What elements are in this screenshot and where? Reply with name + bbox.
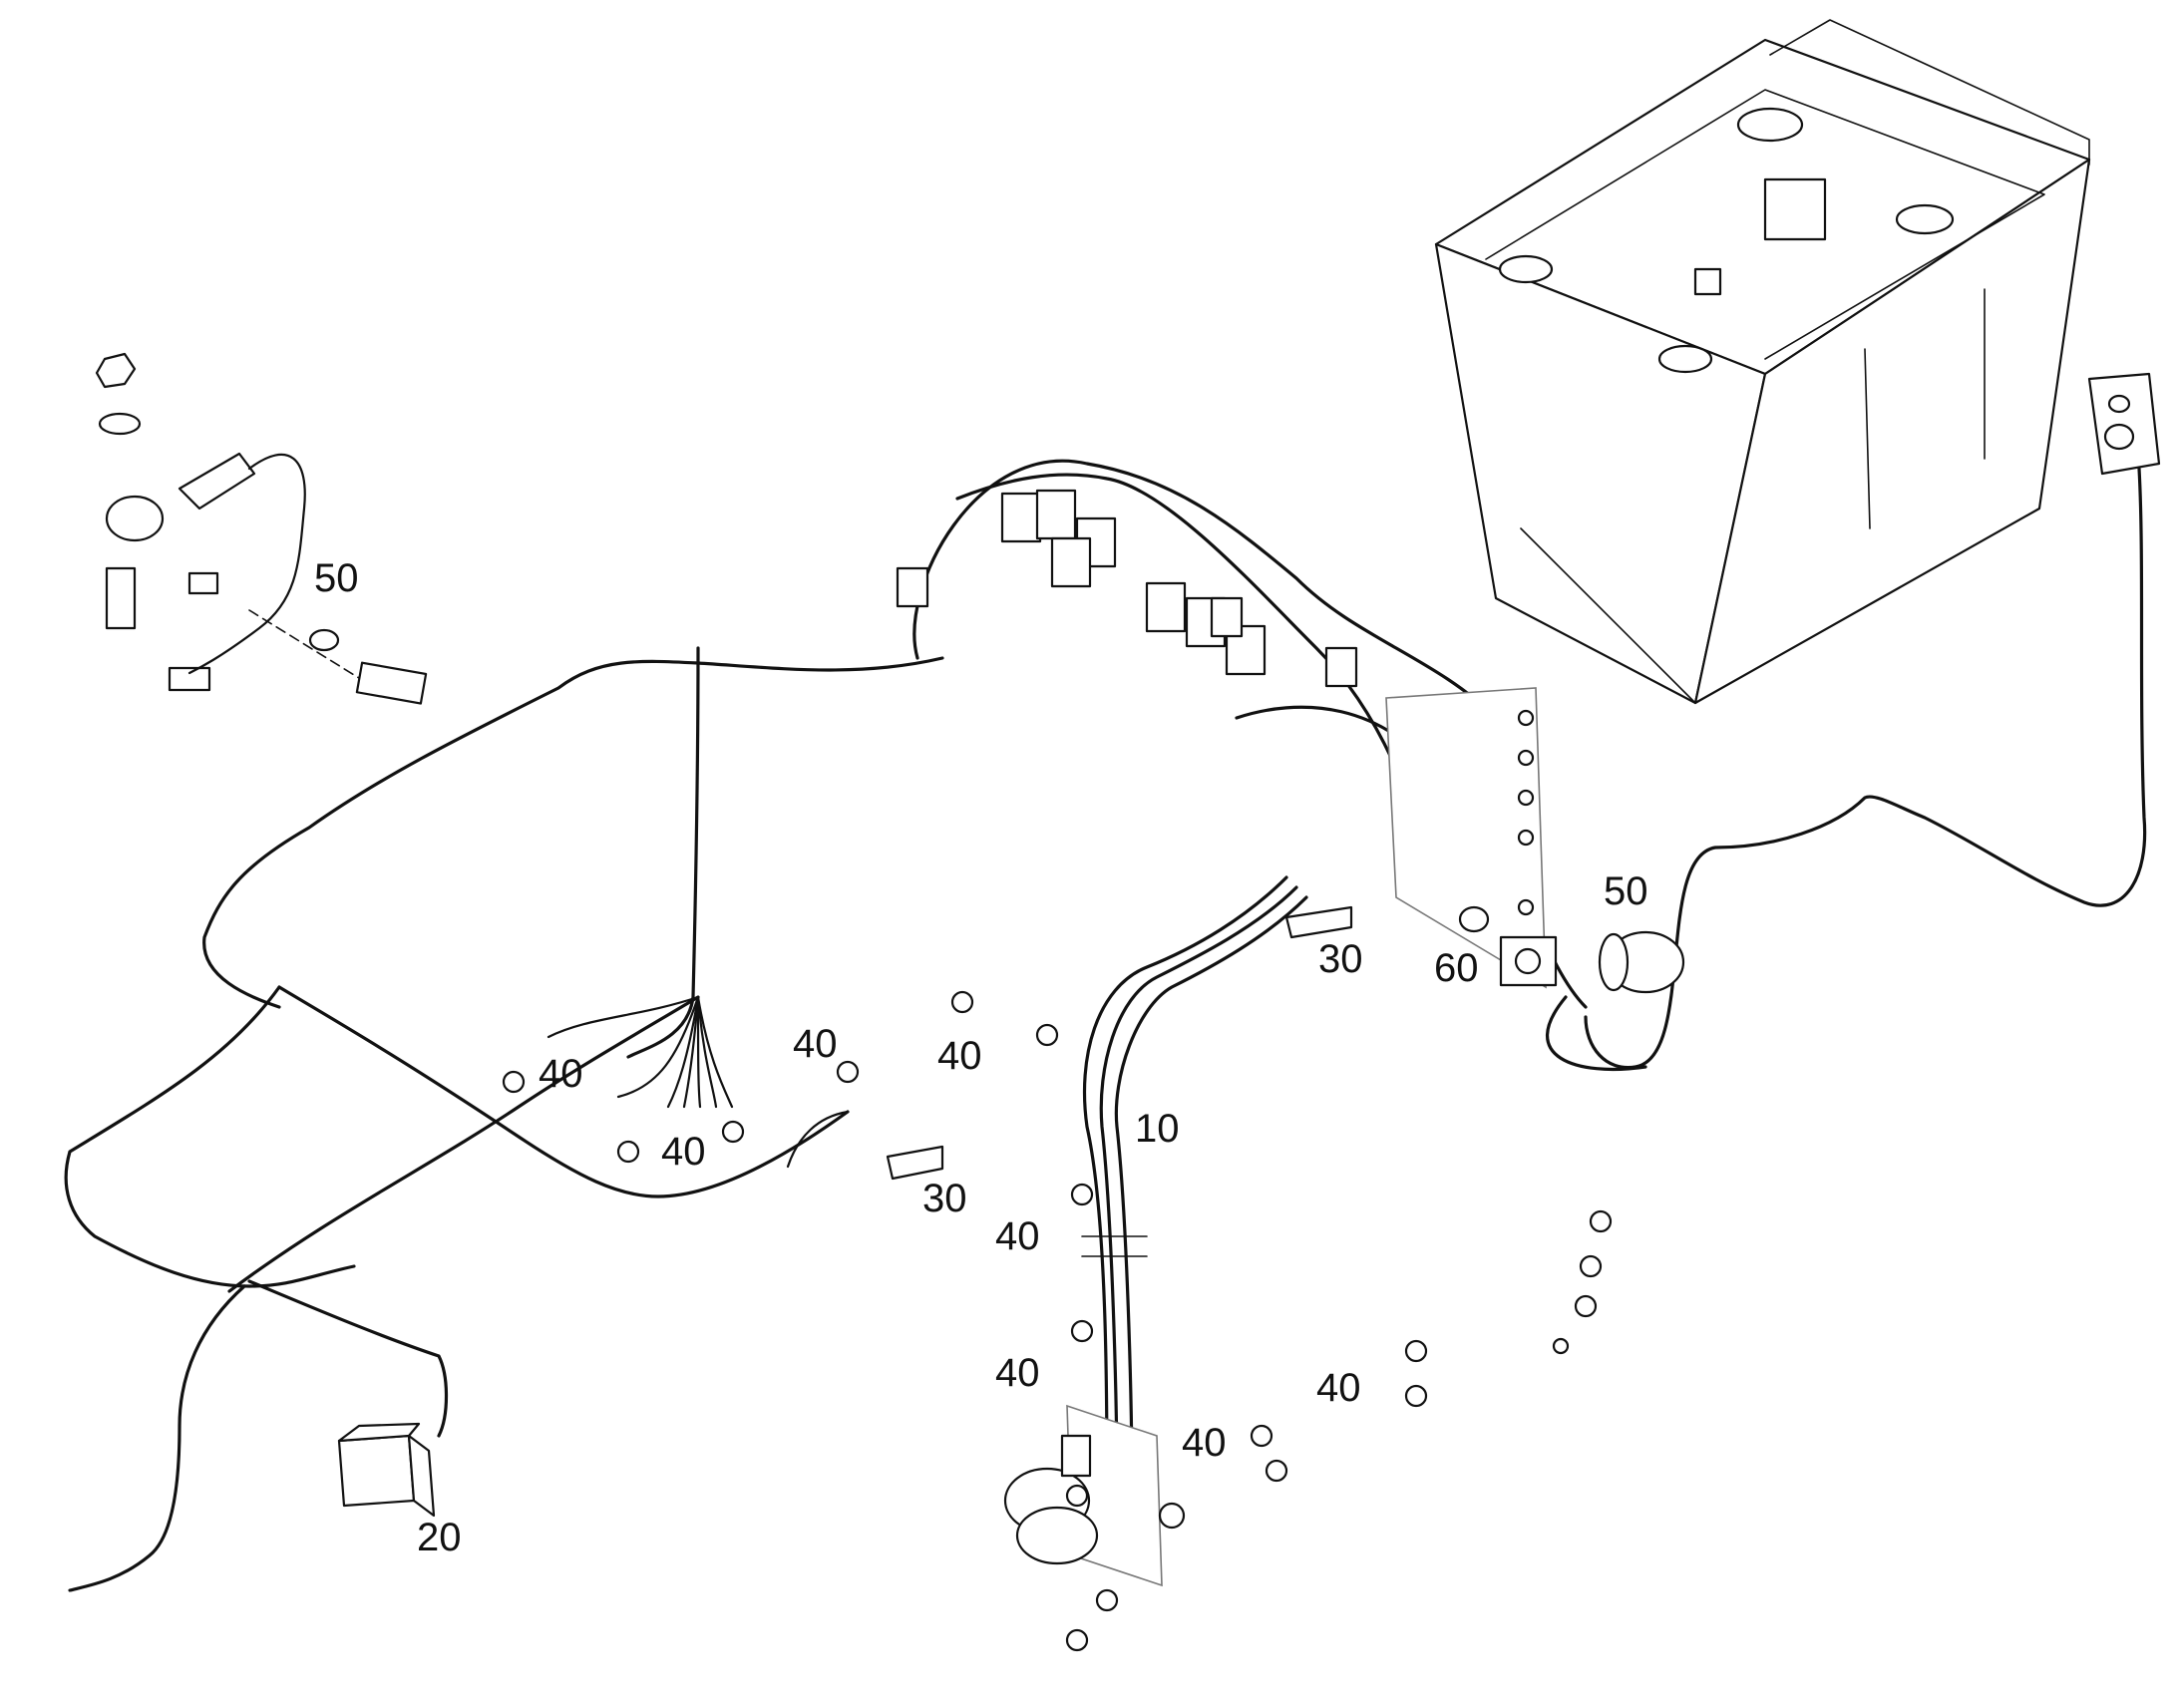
position-labels: 50 50 60 30 30 10 20 40 40 40 40 40 40 4…: [314, 556, 1648, 1559]
label-40-b: 40: [661, 1130, 706, 1174]
label-40-f: 40: [995, 1351, 1040, 1395]
sensor-hardware-assembly: [95, 352, 428, 705]
label-40-g: 40: [1182, 1421, 1227, 1465]
label-40-a: 40: [539, 1052, 583, 1096]
push-button-switch: [1458, 905, 1558, 987]
label-50-right: 50: [1604, 869, 1648, 913]
label-50-left: 50: [314, 556, 359, 600]
label-30-upper: 30: [1318, 937, 1363, 981]
horn-signal: [1598, 930, 1685, 994]
label-40-c: 40: [793, 1022, 838, 1066]
label-10: 10: [1135, 1107, 1180, 1151]
mounting-brackets: [886, 905, 1353, 1181]
lower-connector-bracket: [1003, 1235, 1163, 1587]
label-40-d: 40: [937, 1034, 982, 1078]
label-40-e: 40: [995, 1214, 1040, 1258]
relay-box: [337, 1422, 436, 1518]
label-60: 60: [1434, 946, 1479, 990]
cable-clamps: [502, 990, 1613, 1652]
harness-connectors: [896, 489, 1547, 989]
cab-control-box: [1434, 19, 2091, 705]
label-30-lower: 30: [922, 1177, 967, 1220]
remote-control-box: [2087, 372, 2161, 476]
label-20: 20: [417, 1516, 462, 1559]
label-40-h: 40: [1316, 1366, 1361, 1410]
